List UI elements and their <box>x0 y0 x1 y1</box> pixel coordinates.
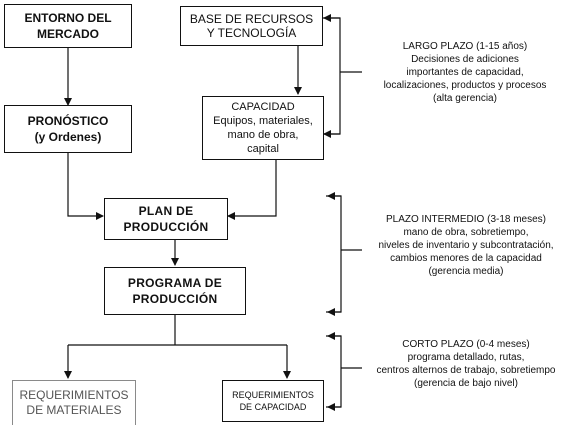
box-base-de-recursos: BASE DE RECURSOS Y TECNOLOGÍA <box>180 6 323 46</box>
note-line: programa detallado, rutas, <box>407 352 525 363</box>
box-label-line: BASE DE RECURSOS <box>189 12 314 26</box>
arrow-pronostico-to-plan <box>67 152 104 220</box>
box-label-line: PLAN DE <box>138 204 194 218</box>
note-line: niveles de inventario y subcontratación, <box>378 240 554 251</box>
note-plazo-intermedio: PLAZO INTERMEDIO (3-18 meses) mano de ob… <box>350 213 582 278</box>
note-line: LARGO PLAZO (1-15 años) <box>402 41 528 52</box>
box-entorno-del-mercado: ENTORNO DEL MERCADO <box>4 4 132 48</box>
note-line: importantes de capacidad, <box>406 67 524 78</box>
box-label-line: CAPACIDAD <box>231 101 295 113</box>
box-label-line: DE MATERIALES <box>26 403 122 417</box>
box-label-line: mano de obra, <box>227 129 299 141</box>
bracket-largo-plazo <box>322 17 341 135</box>
note-line: PLAZO INTERMEDIO (3-18 meses) <box>385 214 547 225</box>
box-label-line: PROGRAMA DE <box>127 276 223 290</box>
note-line: centros alternos de trabajo, sobretiempo <box>376 365 556 376</box>
box-label-line: MERCADO <box>37 27 99 41</box>
note-line: (gerencia media) <box>428 266 504 277</box>
box-label-line: capital <box>247 143 279 155</box>
note-line: mano de obra, sobretiempo, <box>403 227 529 238</box>
arrow-capacidad-to-plan <box>227 160 277 220</box>
note-line: (gerencia de bajo nivel) <box>414 378 518 389</box>
bracket-plazo-intermedio <box>326 195 342 313</box>
box-pronostico: PRONÓSTICO (y Ordenes) <box>4 105 132 153</box>
box-requerimientos-de-materiales: REQUERIMIENTOS DE MATERIALES <box>12 380 136 425</box>
box-requerimientos-de-capacidad: REQUERIMIENTOS DE CAPACIDAD <box>222 380 324 422</box>
note-line: CORTO PLAZO (0-4 meses) <box>402 339 530 350</box>
box-plan-de-produccion: PLAN DE PRODUCCIÓN <box>104 198 228 240</box>
box-label-line: PRODUCCIÓN <box>123 220 209 234</box>
box-label-line: Y TECNOLOGÍA <box>206 26 297 40</box>
box-capacidad: CAPACIDAD Equipos, materiales, mano de o… <box>202 96 324 160</box>
note-line: Decisiones de adiciones <box>411 54 519 65</box>
box-label-line: REQUERIMIENTOS <box>19 388 129 402</box>
note-line: (alta gerencia) <box>433 93 497 104</box>
note-largo-plazo: LARGO PLAZO (1-15 años) Decisiones de ad… <box>350 40 580 105</box>
box-label-line: PRONÓSTICO <box>27 114 109 128</box>
note-line: cambios menores de la capacidad <box>390 253 542 264</box>
box-label-line: DE CAPACIDAD <box>239 402 307 412</box>
bracket-corto-plazo <box>326 335 342 408</box>
box-label-line: Equipos, materiales, <box>213 115 313 127</box>
note-line: localizaciones, productos y procesos <box>383 80 547 91</box>
box-programa-de-produccion: PROGRAMA DE PRODUCCIÓN <box>104 267 246 315</box>
box-label-line: REQUERIMIENTOS <box>232 390 314 400</box>
box-label-line: (y Ordenes) <box>34 130 102 144</box>
note-corto-plazo: CORTO PLAZO (0-4 meses) programa detalla… <box>350 338 582 390</box>
box-label-line: PRODUCCIÓN <box>132 292 218 306</box>
box-label-line: ENTORNO DEL <box>24 11 112 25</box>
